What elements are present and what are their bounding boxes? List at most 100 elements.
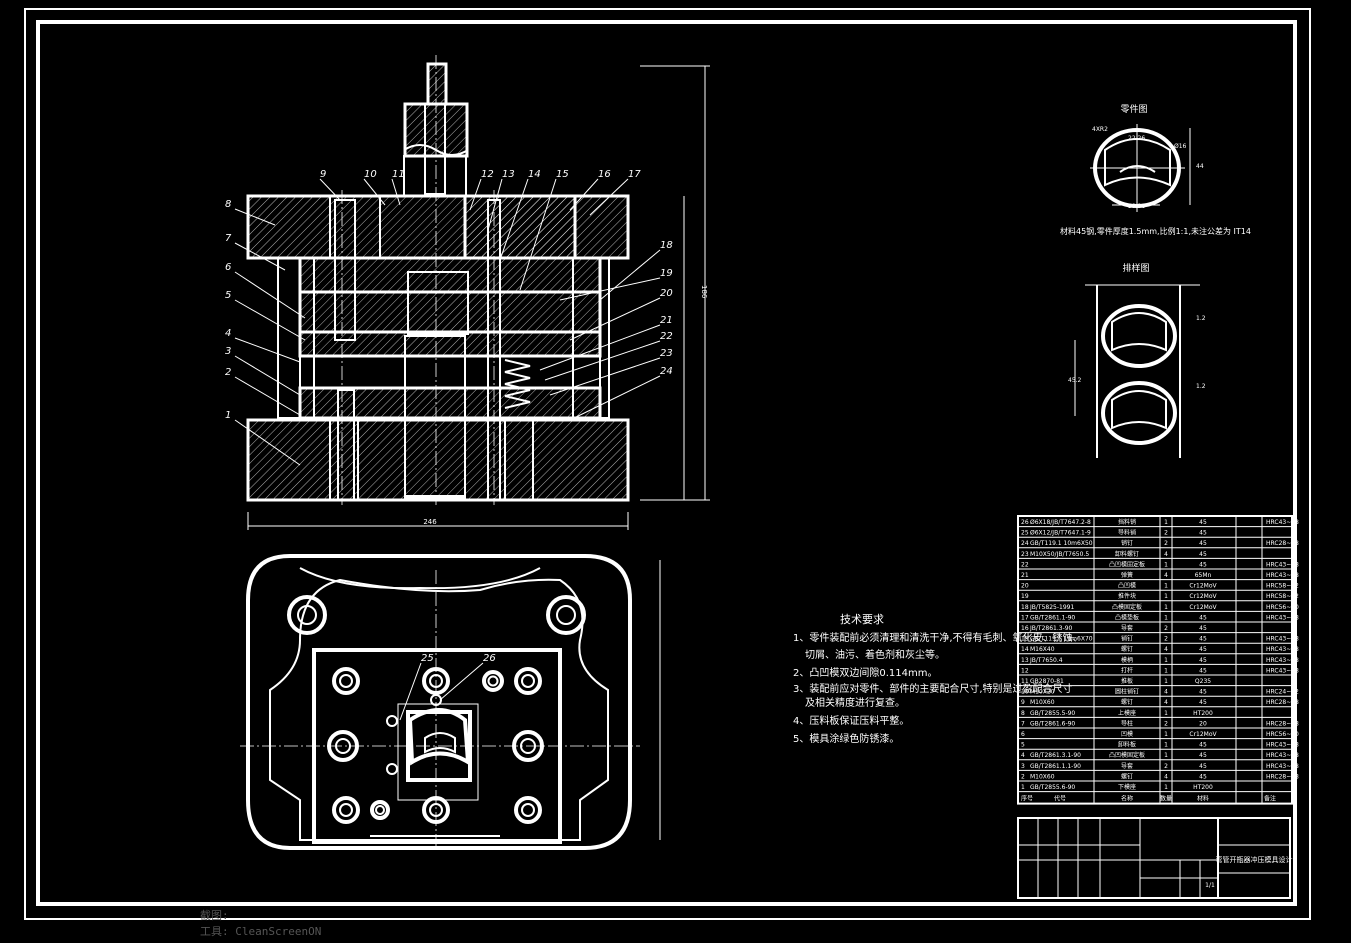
leader-line xyxy=(234,355,301,396)
leader-line xyxy=(469,178,482,211)
parts-cell: 65Mn xyxy=(1195,572,1212,579)
parts-cell: HRC28~38 xyxy=(1266,699,1299,706)
parts-cell: 45 xyxy=(1199,667,1207,674)
title-block-name: 弯管开瓶器冲压模具设计 xyxy=(1216,855,1293,864)
leader-line xyxy=(391,178,401,206)
parts-cell: 45 xyxy=(1199,763,1207,770)
parts-cell: 45 xyxy=(1199,530,1207,537)
parts-cell: 凹模 xyxy=(1121,730,1133,738)
parts-cell: 19 xyxy=(1021,593,1029,600)
plan-hole xyxy=(422,796,450,824)
balloon-15: 15 xyxy=(556,169,569,180)
parts-cell: HRC43~48 xyxy=(1266,561,1299,568)
tech-req-item: 1、零件装配前必须清理和清洗干净,不得有毛刺、氧化皮、锈蚀、 xyxy=(793,631,1083,644)
parts-cell: 5 xyxy=(1021,742,1025,749)
parts-cell: 导料销 xyxy=(1118,529,1136,537)
parts-cell: 1 xyxy=(1164,710,1168,717)
parts-cell: HRC58~62 xyxy=(1266,583,1299,590)
parts-cell: 45 xyxy=(1199,540,1207,547)
parts-cell: 1 xyxy=(1164,678,1168,685)
balloon-21: 21 xyxy=(660,315,673,326)
plan-hole xyxy=(370,800,390,820)
plan-hole xyxy=(482,670,504,692)
balloon-16: 16 xyxy=(598,169,611,180)
parts-cell: 26 xyxy=(1021,519,1029,526)
parts-cell: 卸料板 xyxy=(1118,741,1136,749)
parts-cell: GB2870-81 xyxy=(1030,678,1064,685)
parts-cell: 14 xyxy=(1021,646,1029,653)
part-material-note: 材料45钢,零件厚度1.5mm,比例1:1,未注公差为 IT14 xyxy=(1060,226,1251,236)
parts-cell: 凸凹模固定板 xyxy=(1109,560,1145,568)
plan-view xyxy=(240,554,661,850)
parts-cell: 销钉 xyxy=(1121,539,1133,547)
leader-line xyxy=(544,340,661,381)
leader-line xyxy=(589,178,629,216)
parts-cell: 16 xyxy=(1021,625,1029,632)
pin-hole xyxy=(430,694,442,706)
watermark: 截图: 工具: CleanScreenON xyxy=(200,908,321,940)
parts-cell: 推板 xyxy=(1121,677,1133,685)
dim-height: 186 xyxy=(700,285,708,299)
parts-cell: 17 xyxy=(1021,614,1029,621)
title-block-sheet: 1/1 xyxy=(1205,882,1215,889)
parts-cell: GB/T2861.1.1-90 xyxy=(1030,763,1081,770)
parts-cell: JB/T5825-1991 xyxy=(1029,604,1074,611)
parts-header-cell: 数量 xyxy=(1160,795,1172,803)
pin-hole xyxy=(386,715,398,727)
balloon-9: 9 xyxy=(320,169,326,180)
section-view xyxy=(246,55,710,530)
parts-cell: 45 xyxy=(1199,551,1207,558)
plan-hole-inner xyxy=(375,805,385,815)
parts-cell: 导套 xyxy=(1121,624,1133,632)
parts-cell: GB/T2861.3.1-90 xyxy=(1030,752,1081,759)
plan-hole xyxy=(327,730,359,762)
parts-cell: 45 xyxy=(1199,646,1207,653)
parts-header-cell: 材料 xyxy=(1197,795,1209,803)
parts-header-cell: 名称 xyxy=(1121,795,1133,803)
parts-cell: HRC43~48 xyxy=(1266,752,1299,759)
plan-hole-inner xyxy=(429,803,443,817)
parts-cell: 10 xyxy=(1021,689,1029,696)
leader-line xyxy=(549,357,661,396)
parts-cell: M10X50/JB/T7650.5 xyxy=(1030,551,1089,558)
balloon-24: 24 xyxy=(660,366,673,377)
parts-cell: 7 xyxy=(1021,720,1025,727)
parts-cell: 4 xyxy=(1164,551,1168,558)
parts-cell: 2 xyxy=(1164,625,1168,632)
plan-hole xyxy=(332,796,360,824)
parts-header-cell: 备注 xyxy=(1264,795,1276,803)
parts-cell: 1 xyxy=(1164,561,1168,568)
parts-cell: HRC56~60 xyxy=(1266,604,1299,611)
parts-cell: 25 xyxy=(1021,530,1029,537)
parts-cell: 15 xyxy=(1021,636,1029,643)
parts-cell: 6 xyxy=(1021,731,1025,738)
watermark-line-1: 截图: xyxy=(200,909,229,922)
parts-cell: 下模座 xyxy=(1118,783,1136,791)
parts-cell: HRC43~48 xyxy=(1266,572,1299,579)
balloon-25: 25 xyxy=(421,653,434,664)
parts-cell: 4 xyxy=(1021,752,1025,759)
parts-cell: HRC24~32 xyxy=(1266,689,1299,696)
parts-cell: 4 xyxy=(1164,646,1168,653)
leader-line xyxy=(234,376,301,416)
tech-req-item: 5、模具涂绿色防锈漆。 xyxy=(793,732,899,745)
parts-cell: 导套 xyxy=(1121,762,1133,770)
parts-cell: Q235 xyxy=(1195,678,1211,685)
plan-hole-inner xyxy=(521,803,535,817)
tech-req-title: 技术要求 xyxy=(840,613,884,626)
parts-cell: 2 xyxy=(1164,530,1168,537)
parts-cell: 凸凹模 xyxy=(1118,582,1136,590)
tech-req-item: 3、装配前应对零件、部件的主要配合尺寸,特别是过盈配合尺寸 xyxy=(793,682,1073,695)
parts-cell: Ø6X18/JB/T7647.2-8 xyxy=(1030,519,1091,526)
parts-cell: 1 xyxy=(1021,784,1025,791)
parts-cell: HRC43~48 xyxy=(1266,636,1299,643)
parts-cell: 凸模固定板 xyxy=(1112,603,1142,611)
parts-cell: 2 xyxy=(1021,773,1025,780)
dim-width: 246 xyxy=(423,518,437,526)
balloon-2: 2 xyxy=(225,367,231,378)
plan-hole-inner xyxy=(339,674,353,688)
parts-cell: 4 xyxy=(1164,773,1168,780)
parts-cell: GB/T2861.1-90 xyxy=(1030,614,1075,621)
parts-cell: 弹簧 xyxy=(1121,571,1133,579)
